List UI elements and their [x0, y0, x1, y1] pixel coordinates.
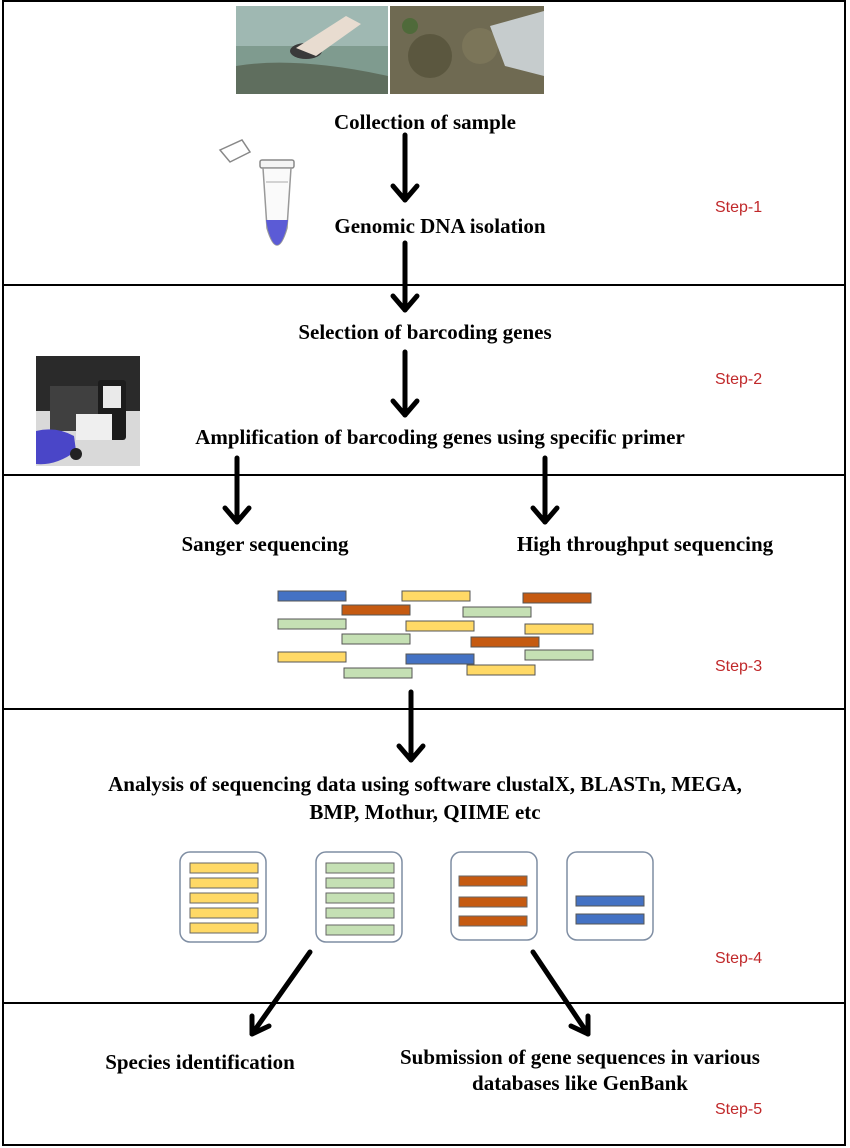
- soil-sample-photo: [390, 6, 544, 94]
- read-bar: [405, 620, 475, 632]
- read-bar: [524, 623, 594, 635]
- microtube-icon: [216, 138, 296, 264]
- read-bar: [401, 590, 471, 602]
- step-2-tag: Step-2: [715, 371, 763, 388]
- collection-label: Collection of sample: [334, 110, 516, 134]
- submission-label-line2: databases like GenBank: [472, 1071, 688, 1095]
- step-4-panel: [2, 708, 846, 1004]
- cluster-box-orange: [450, 851, 538, 941]
- read-bar: [343, 667, 413, 679]
- step-1-tag: Step-1: [715, 199, 763, 216]
- step-4-tag: Step-4: [715, 950, 763, 967]
- arrow-to-submission: [530, 949, 591, 1037]
- read-bar: [462, 606, 532, 618]
- read-bar: [277, 590, 347, 602]
- read-bar: [524, 649, 594, 661]
- dna-isolation-label: Genomic DNA isolation: [334, 214, 546, 238]
- read-bar: [341, 604, 411, 616]
- amplification-label: Amplification of barcoding genes using s…: [195, 425, 685, 449]
- analysis-label-line2: BMP, Mothur, QIIME etc: [309, 800, 541, 824]
- submission-label-line1: Submission of gene sequences in various: [400, 1045, 760, 1069]
- read-bar: [466, 664, 536, 676]
- sanger-label: Sanger sequencing: [181, 532, 349, 556]
- step-5-panel: [2, 1002, 846, 1146]
- read-bar: [405, 653, 475, 665]
- step-3-tag: Step-3: [715, 658, 763, 675]
- read-bar: [277, 651, 347, 663]
- read-bar: [277, 618, 347, 630]
- read-bar: [470, 636, 540, 648]
- cluster-box-green: [315, 851, 403, 943]
- step-2-panel: [2, 284, 846, 476]
- high-throughput-label: High throughput sequencing: [516, 532, 774, 556]
- analysis-label-line1: Analysis of sequencing data using softwa…: [108, 772, 742, 796]
- read-bar: [341, 633, 411, 645]
- pcr-machine-photo: [36, 356, 140, 466]
- step-5-tag: Step-5: [715, 1101, 763, 1118]
- read-bar: [522, 592, 592, 604]
- cluster-box-blue: [566, 851, 654, 941]
- species-id-label: Species identification: [105, 1050, 295, 1074]
- water-sample-photo: [236, 6, 388, 94]
- arrow-to-species-id: [249, 949, 313, 1037]
- cluster-box-yellow: [179, 851, 267, 943]
- selection-label: Selection of barcoding genes: [298, 320, 552, 344]
